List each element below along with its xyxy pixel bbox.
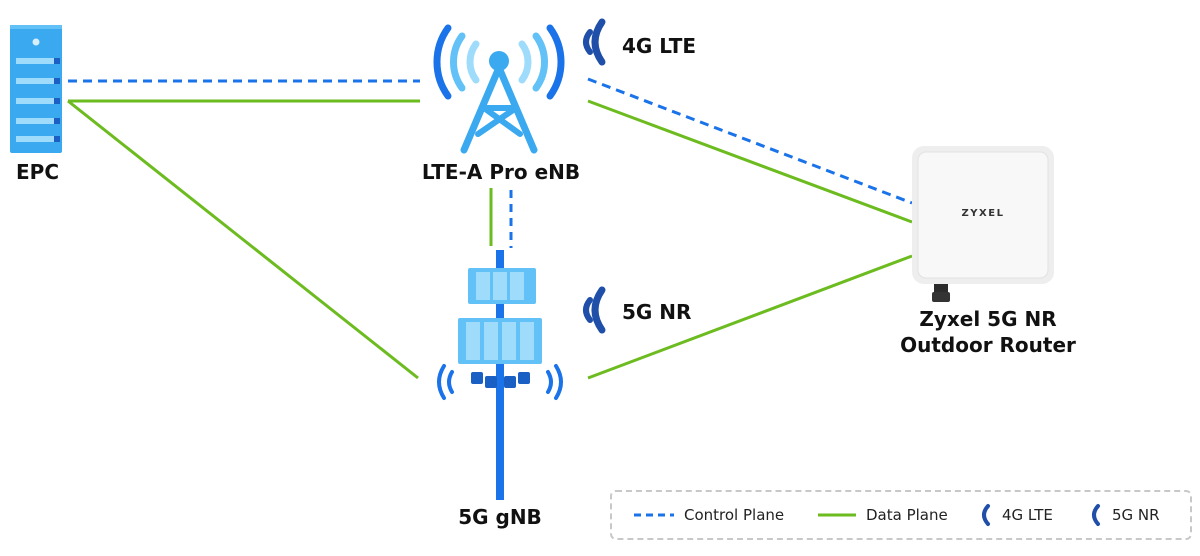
enb-label: LTE-A Pro eNB: [421, 160, 581, 184]
legend-nr-label: 5G NR: [1112, 506, 1160, 524]
control-plane-enb-router: [587, 77, 913, 205]
legend-lte: 4G LTE: [978, 492, 1053, 538]
lte-tower-icon: [433, 24, 565, 154]
connections: [67, 77, 913, 380]
data-plane-swatch: [818, 513, 856, 517]
data-plane-epc-gnb: [67, 99, 419, 380]
legend: Control Plane Data Plane 4G LTE 5G NR: [610, 490, 1192, 540]
lte-signal-icon: [583, 18, 606, 66]
epc-label: EPC: [16, 160, 59, 184]
router-icon: [912, 146, 1054, 302]
gnb-antenna-icon: [437, 250, 563, 500]
data-plane-gnb-router: [587, 254, 913, 380]
legend-data-plane-label: Data Plane: [866, 506, 948, 524]
router-label: Zyxel 5G NR Outdoor Router: [888, 306, 1088, 358]
data-plane-enb-router: [587, 99, 913, 224]
lte-wave-icon: [982, 504, 990, 526]
nr-signal-label: 5G NR: [622, 300, 692, 324]
router-brand-label: ZYXEL: [961, 208, 1005, 219]
lte-signal-label: 4G LTE: [622, 34, 697, 58]
router-label-line1: Zyxel 5G NR: [919, 307, 1057, 331]
legend-control-plane-label: Control Plane: [684, 506, 785, 524]
legend-lte-label: 4G LTE: [1002, 506, 1053, 524]
epc-server-icon: [10, 25, 62, 153]
gnb-label: 5G gNB: [458, 505, 542, 529]
legend-nr: 5G NR: [1088, 492, 1160, 538]
control-plane-swatch: [634, 513, 674, 517]
legend-data-plane: Data Plane: [818, 492, 948, 538]
nr-wave-icon: [1092, 504, 1100, 526]
router-label-line2: Outdoor Router: [900, 333, 1076, 357]
legend-control-plane: Control Plane: [634, 492, 784, 538]
nr-signal-icon: [583, 286, 606, 334]
